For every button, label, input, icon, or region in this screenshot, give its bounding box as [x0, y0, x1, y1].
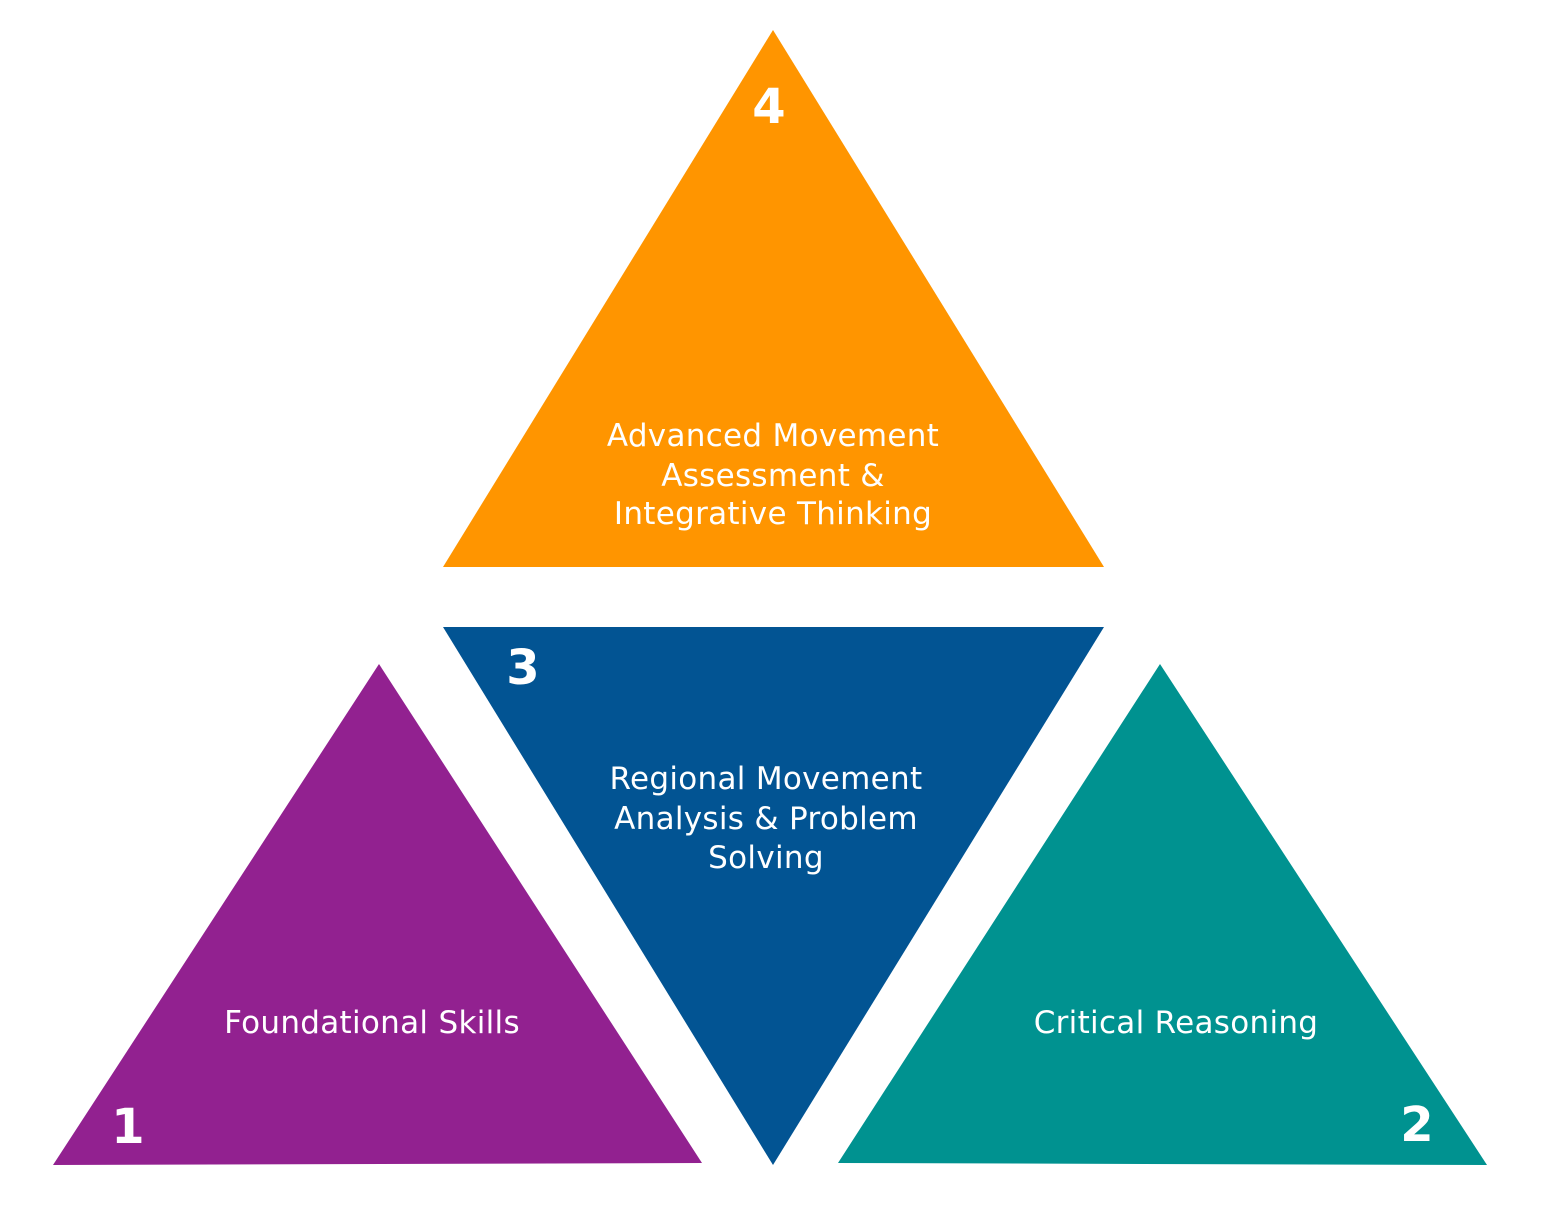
level-1-label: Foundational Skills: [224, 1005, 520, 1041]
level-3-label-line-3: Solving: [708, 840, 824, 876]
level-4-label-line-2: Assessment &: [661, 458, 885, 494]
level-4-label-line-3: Integrative Thinking: [614, 496, 932, 532]
level-2-group: 2 Critical Reasoning: [838, 664, 1487, 1165]
level-4-number: 4: [752, 79, 785, 135]
level-3-number: 3: [506, 640, 539, 696]
level-1-triangle: [53, 664, 702, 1165]
level-3-label-line-2: Analysis & Problem: [614, 801, 918, 837]
level-3-group: 3 Regional Movement Analysis & Problem S…: [443, 627, 1104, 1165]
level-3-triangle: [443, 627, 1104, 1165]
level-4-triangle: [443, 30, 1104, 567]
level-4-group: 4 Advanced Movement Assessment & Integra…: [443, 30, 1104, 567]
level-2-triangle: [838, 664, 1487, 1165]
level-3-label-line-1: Regional Movement: [610, 761, 923, 797]
level-2-label: Critical Reasoning: [1034, 1005, 1319, 1041]
level-1-number: 1: [111, 1099, 144, 1155]
level-2-number: 2: [1400, 1097, 1433, 1153]
level-1-group: 1 Foundational Skills: [53, 664, 702, 1165]
level-4-label-line-1: Advanced Movement: [607, 418, 939, 454]
